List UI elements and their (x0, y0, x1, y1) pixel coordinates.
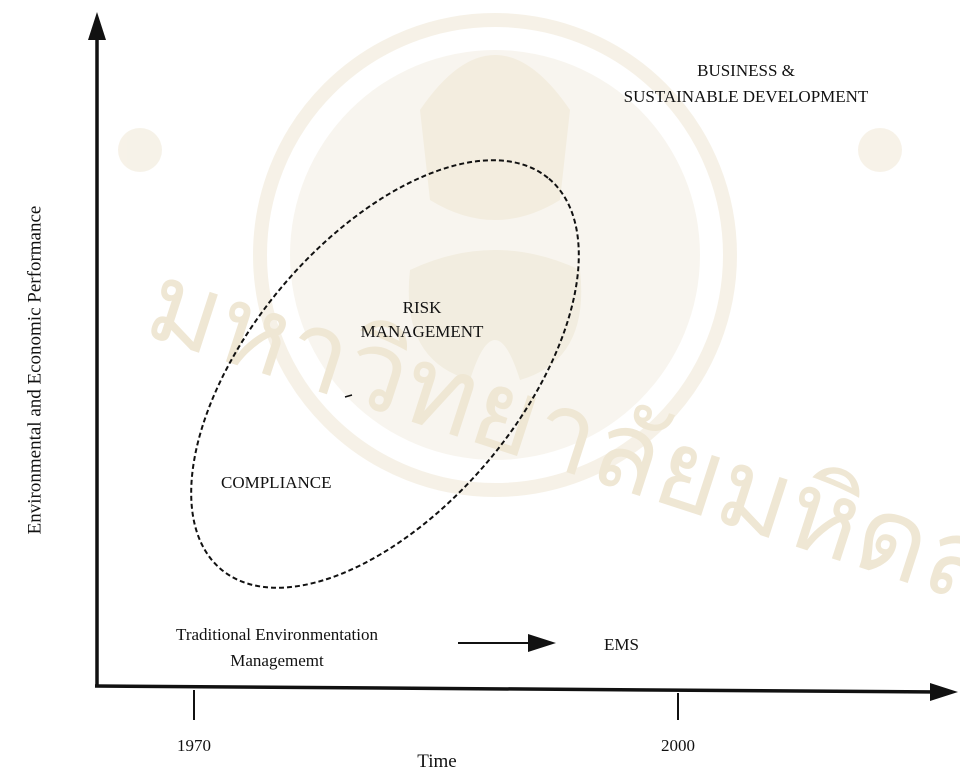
watermark-seal (118, 13, 902, 497)
x-tick-label-2000: 2000 (661, 736, 695, 755)
label-traditional-environmentation: Traditional Environmentation (176, 625, 378, 644)
y-axis-label: Environmental and Economic Performance (24, 205, 46, 535)
label-risk: RISK (402, 298, 442, 317)
label-managememt: Managememt (230, 651, 324, 670)
label-management: MANAGEMENT (360, 322, 484, 341)
x-axis-arrowhead (930, 683, 958, 701)
x-axis-label: Time (417, 751, 457, 772)
region-ellipse (190, 159, 580, 589)
stray-mark (344, 394, 353, 398)
label-sustainable-development: SUSTAINABLE DEVELOPMENT (623, 87, 869, 106)
x-tick-label-1970: 1970 (177, 736, 211, 755)
label-business: BUSINESS & (697, 61, 795, 80)
y-axis-arrowhead (88, 12, 106, 40)
transition-arrowhead (528, 634, 556, 652)
label-ems: EMS (604, 635, 639, 654)
x-axis (94, 684, 941, 694)
label-compliance: COMPLIANCE (221, 473, 332, 492)
